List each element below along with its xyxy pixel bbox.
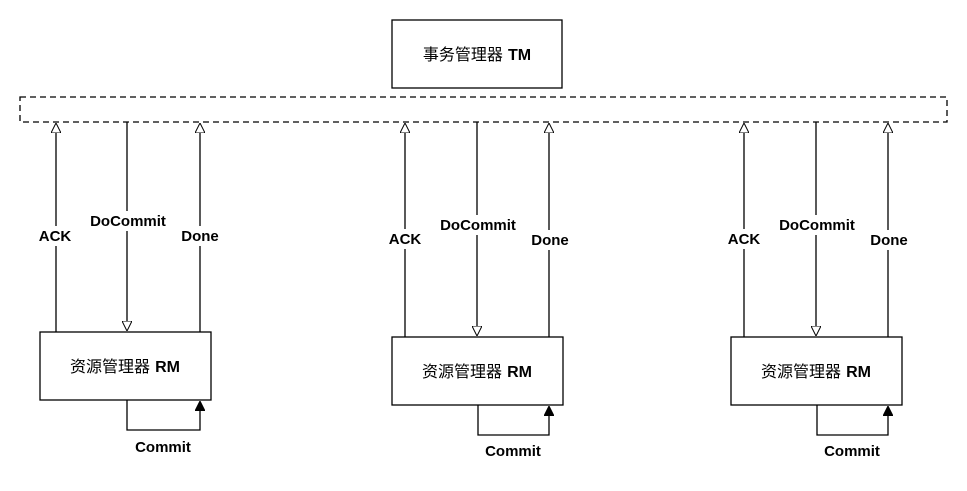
rm-group-1: ACK DoCommit Done 资源管理器 RM Commit (34, 122, 222, 456)
commit-loop (477, 405, 549, 436)
done-label: Done (531, 232, 569, 249)
docommit-label: DoCommit (440, 217, 516, 234)
message-bus (19, 96, 948, 123)
commit-label: Commit (824, 443, 880, 460)
text-bg (527, 230, 573, 250)
done-label: Done (870, 232, 908, 249)
rm-group-3: ACK DoCommit Done 资源管理器 RM Commit (722, 122, 912, 460)
rm-label: 资源管理器 RM (422, 362, 532, 381)
text-bg (178, 226, 222, 246)
rm-label: 资源管理器 RM (761, 362, 871, 381)
commit-loop (126, 400, 200, 431)
text-bg (722, 229, 766, 249)
ack-label: ACK (39, 228, 72, 245)
commit-label: Commit (485, 443, 541, 460)
rm-group-2: ACK DoCommit Done 资源管理器 RM Commit (383, 122, 573, 460)
docommit-label: DoCommit (90, 213, 166, 230)
rm-label: 资源管理器 RM (70, 357, 180, 376)
text-bg (866, 230, 912, 250)
tm-box: 事务管理器 TM (391, 19, 563, 89)
text-bg (436, 215, 520, 235)
done-label: Done (181, 228, 219, 245)
rm-box (39, 331, 212, 401)
text-bg (775, 215, 859, 235)
ack-label: ACK (728, 231, 761, 248)
text-bg (86, 211, 170, 231)
commit-loop (816, 405, 888, 436)
rm-box (730, 336, 903, 406)
ack-label: ACK (389, 231, 422, 248)
tm-label: 事务管理器 TM (423, 45, 531, 64)
docommit-label: DoCommit (779, 217, 855, 234)
text-bg (383, 229, 427, 249)
commit-label: Commit (135, 439, 191, 456)
text-bg (34, 226, 76, 246)
